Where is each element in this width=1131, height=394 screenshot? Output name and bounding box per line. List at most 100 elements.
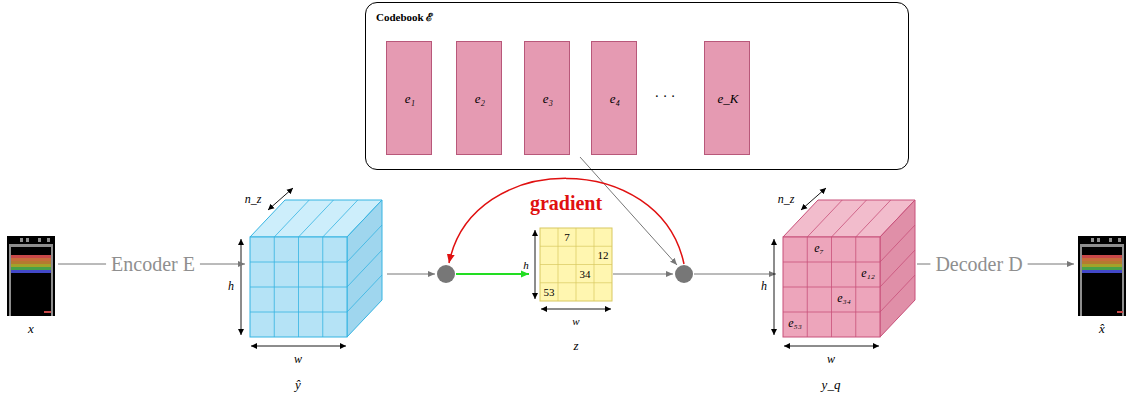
brick-row xyxy=(11,258,51,261)
wall xyxy=(9,244,11,316)
score-mark xyxy=(47,238,50,242)
arrow-line xyxy=(387,274,435,275)
grid-line xyxy=(783,287,880,288)
tensor-name: z xyxy=(573,339,578,353)
arrow-line xyxy=(917,264,930,265)
decoder-label: Decoder D xyxy=(935,253,1022,275)
grid-line xyxy=(347,225,382,262)
arrow-line xyxy=(200,264,245,265)
vector-name: e_K xyxy=(718,92,739,106)
grid-line xyxy=(347,250,382,287)
grid-line xyxy=(250,287,347,288)
brick-row xyxy=(11,261,51,264)
cube-side-face xyxy=(880,200,915,337)
brick-row xyxy=(1082,261,1122,264)
dimension-label: w xyxy=(294,353,302,366)
wall xyxy=(1080,244,1124,247)
vector-name: e₄ xyxy=(610,92,620,106)
lookup-node xyxy=(675,265,693,283)
brick-row xyxy=(11,267,51,270)
frame-ground xyxy=(7,236,55,316)
codebook-entry: e₁₂ xyxy=(861,267,875,280)
grid-line xyxy=(323,200,358,237)
code-index: 53 xyxy=(544,286,555,298)
arrow-line xyxy=(694,274,776,275)
tensor-name: ŷ xyxy=(295,378,301,392)
score-mark xyxy=(1097,238,1100,242)
dimension-label: h xyxy=(523,259,529,271)
dimension-arrow xyxy=(541,309,611,310)
encoder-label: Encoder E xyxy=(111,253,195,275)
vector-name: e₂ xyxy=(475,92,485,106)
dimension-arrow xyxy=(268,188,293,210)
wall xyxy=(1122,244,1124,316)
tensor-name: y_q xyxy=(822,378,841,392)
arrow-line xyxy=(58,264,106,265)
cube-front-face xyxy=(250,237,347,337)
score-mark xyxy=(1118,238,1121,242)
dimension-arrow xyxy=(251,346,346,347)
brick-row xyxy=(1082,255,1122,258)
vector-name: e₁ xyxy=(405,92,415,106)
grid-line xyxy=(322,237,323,337)
codebook-vector: e₃ xyxy=(524,41,570,155)
grid-line xyxy=(250,312,347,313)
gradient-arrow xyxy=(449,178,684,264)
codebook-vector: e_K xyxy=(704,41,750,155)
dimension-arrow xyxy=(535,230,536,299)
dimension-arrow xyxy=(801,188,826,210)
score-mark xyxy=(1109,238,1112,242)
image-name: x xyxy=(28,322,34,336)
brick-row xyxy=(1082,267,1122,270)
grid-line xyxy=(856,200,891,237)
wall xyxy=(51,244,53,316)
arrow-line xyxy=(1028,264,1074,265)
codebook-entry: e₅₃ xyxy=(788,317,802,330)
dimension-label: n_z xyxy=(778,193,795,206)
arrow-line xyxy=(613,274,673,275)
game-frame xyxy=(7,236,55,316)
argmin-arrow xyxy=(456,273,529,275)
game-frame xyxy=(1078,236,1126,316)
tensor-cube xyxy=(250,200,382,337)
code-index: 7 xyxy=(564,231,570,243)
frame-ground xyxy=(1078,236,1126,316)
grid-line xyxy=(880,250,915,287)
code-index: 34 xyxy=(580,268,591,280)
dimension-arrow xyxy=(774,239,775,335)
grid-line xyxy=(880,275,915,312)
panel-title: Codebook ℰ xyxy=(376,11,433,23)
grid-line xyxy=(540,264,612,265)
image-name: x̂ xyxy=(1099,322,1105,336)
brick-row xyxy=(11,270,51,273)
brick-row xyxy=(11,255,51,258)
ellipsis: · · · xyxy=(655,89,676,104)
index-map: 7123453z xyxy=(540,228,612,301)
codebook-vector: e₂ xyxy=(456,41,502,155)
grid-line xyxy=(594,228,595,301)
paddle xyxy=(44,311,51,313)
vector-name: e₃ xyxy=(543,92,553,106)
cube-front-face xyxy=(783,237,880,337)
dimension-label: h xyxy=(228,280,234,293)
codebook-vector: e₁ xyxy=(386,41,432,155)
quantized-tensor: e₇e₁₂e₃₄e₅₃y_q xyxy=(783,237,880,337)
brick-row xyxy=(1082,264,1122,267)
gradient-label: gradient xyxy=(530,192,602,214)
grid-line xyxy=(855,237,856,337)
dimension-label: w xyxy=(572,315,579,327)
paddle xyxy=(1117,311,1123,313)
code-index: 12 xyxy=(598,249,609,261)
index-grid xyxy=(540,228,612,301)
codebook-entry: e₃₄ xyxy=(837,292,851,305)
score-mark xyxy=(1091,238,1094,242)
dimension-arrow xyxy=(784,346,879,347)
quantize-node xyxy=(437,265,455,283)
dimension-label: h xyxy=(761,280,767,293)
grid-line xyxy=(783,312,880,313)
brick-row xyxy=(1082,270,1122,273)
grid-line xyxy=(540,282,612,283)
brick-row xyxy=(11,264,51,267)
